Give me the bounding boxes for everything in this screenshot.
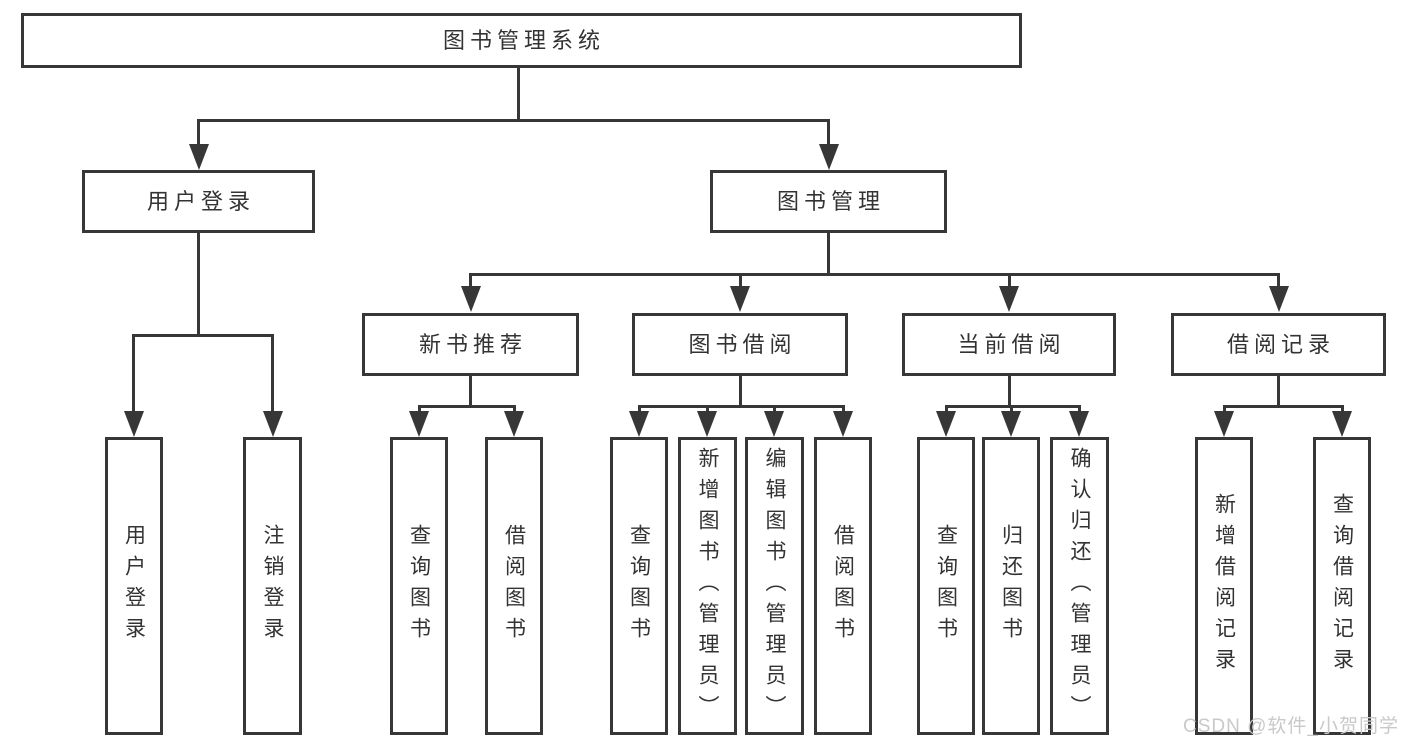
- arrow-down-icon: [697, 411, 717, 437]
- node-book-borrowing: 图书借阅: [632, 313, 848, 376]
- arrow-down-icon: [124, 411, 144, 437]
- leaf-label: 查询图书: [627, 524, 651, 648]
- arrow-down-icon: [629, 411, 649, 437]
- leaf-label: 编辑图书（管理员）: [763, 446, 786, 726]
- leaf-label: 查询图书: [407, 524, 431, 648]
- connector-bookmgmt-hbar: [469, 273, 1280, 276]
- watermark: CSDN @软件_小贺同学: [1183, 716, 1399, 737]
- node-label: 图书管理系统: [442, 27, 605, 53]
- connector-bookmgmt-drop: [1008, 273, 1011, 292]
- leaf-label: 查询借阅记录: [1330, 493, 1354, 679]
- arrow-down-icon: [819, 144, 839, 170]
- node-borrowing-records: 借阅记录: [1171, 313, 1386, 376]
- arrow-down-icon: [263, 411, 283, 437]
- connector-root-drop-right: [827, 119, 830, 150]
- node-library-management-system: 图书管理系统: [21, 13, 1022, 68]
- arrow-down-icon: [504, 411, 524, 437]
- arrow-down-icon: [833, 411, 853, 437]
- node-user-login: 用户登录: [82, 170, 315, 233]
- node-label: 用户登录: [146, 188, 255, 214]
- leaf-query-books-borrowing: 查询图书: [610, 437, 668, 735]
- node-label: 图书借阅: [688, 331, 797, 357]
- arrow-down-icon: [999, 286, 1019, 312]
- leaf-query-books-current: 查询图书: [917, 437, 975, 735]
- leaf-user-login: 用户登录: [105, 437, 163, 735]
- node-current-borrowing: 当前借阅: [902, 313, 1116, 376]
- leaf-label: 借阅图书: [831, 524, 855, 648]
- leaf-label: 注销登录: [261, 524, 284, 648]
- connector-root-hbar: [197, 119, 830, 122]
- leaf-borrow-books-borrowing: 借阅图书: [814, 437, 872, 735]
- connector-root-drop-left: [197, 119, 200, 150]
- connector-current-trunk: [1008, 376, 1011, 408]
- leaf-label: 用户登录: [122, 524, 146, 648]
- arrow-down-icon: [1001, 411, 1021, 437]
- arrow-down-icon: [764, 411, 784, 437]
- arrow-down-icon: [1214, 411, 1234, 437]
- leaf-edit-book-admin: 编辑图书（管理员）: [745, 437, 804, 735]
- leaf-query-books-recommend: 查询图书: [390, 437, 448, 735]
- node-label: 新书推荐: [418, 331, 527, 357]
- arrow-down-icon: [936, 411, 956, 437]
- leaf-label: 归还图书: [999, 524, 1023, 648]
- connector-borrowing-trunk: [739, 376, 742, 408]
- arrow-down-icon: [189, 144, 209, 170]
- leaf-label: 新增图书（管理员）: [696, 446, 719, 726]
- arrow-down-icon: [1069, 411, 1089, 437]
- leaf-borrow-books-recommend: 借阅图书: [485, 437, 543, 735]
- leaf-label: 确认归还（管理员）: [1068, 446, 1091, 726]
- leaf-add-borrow-record: 新增借阅记录: [1195, 437, 1253, 735]
- connector-userlogin-trunk: [197, 233, 200, 337]
- connector-current-hbar: [945, 405, 1081, 408]
- arrow-down-icon: [730, 286, 750, 312]
- arrow-down-icon: [1332, 411, 1352, 437]
- leaf-query-borrow-record: 查询借阅记录: [1313, 437, 1371, 735]
- connector-bookmgmt-drop: [469, 273, 472, 292]
- node-book-management: 图书管理: [710, 170, 947, 233]
- connector-borrowing-hbar: [638, 405, 845, 408]
- connector-root-trunk: [517, 68, 520, 122]
- leaf-add-book-admin: 新增图书（管理员）: [678, 437, 737, 735]
- leaf-label: 查询图书: [934, 524, 958, 648]
- connector-bookmgmt-drop: [739, 273, 742, 292]
- arrow-down-icon: [1269, 286, 1289, 312]
- leaf-return-book: 归还图书: [982, 437, 1040, 735]
- leaf-label: 新增借阅记录: [1212, 493, 1236, 679]
- connector-bookmgmt-drop: [1277, 273, 1280, 292]
- leaf-confirm-return-admin: 确认归还（管理员）: [1050, 437, 1109, 735]
- node-label: 图书管理: [776, 188, 885, 214]
- connector-newbook-trunk: [469, 376, 472, 408]
- connector-newbook-hbar: [418, 405, 516, 408]
- connector-records-trunk: [1277, 376, 1280, 408]
- connector-userlogin-drop: [271, 334, 274, 414]
- connector-userlogin-hbar: [133, 334, 274, 337]
- node-new-book-recommend: 新书推荐: [362, 313, 579, 376]
- connector-bookmgmt-trunk: [827, 233, 830, 276]
- connector-userlogin-drop: [132, 334, 135, 414]
- leaf-label: 借阅图书: [502, 524, 526, 648]
- arrow-down-icon: [409, 411, 429, 437]
- node-label: 当前借阅: [957, 331, 1066, 357]
- connector-records-hbar: [1223, 405, 1344, 408]
- node-label: 借阅记录: [1226, 331, 1335, 357]
- arrow-down-icon: [461, 286, 481, 312]
- leaf-logout: 注销登录: [243, 437, 302, 735]
